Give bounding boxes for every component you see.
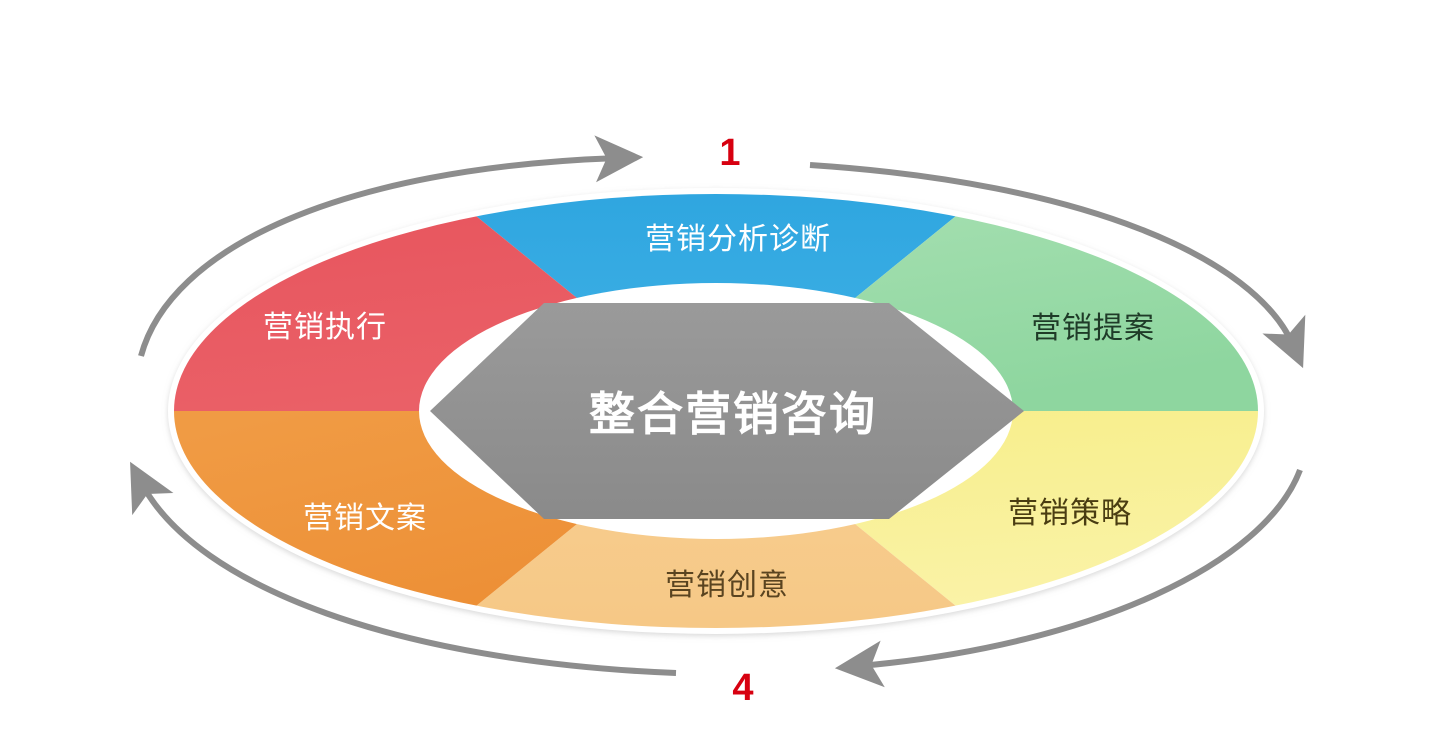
segment-label-creative: 营销创意 bbox=[665, 569, 789, 602]
segment-labels: 营销分析诊断 营销提案 营销策略 营销创意 营销文案 营销执行 bbox=[263, 223, 1155, 602]
segment-label-analysis: 营销分析诊断 bbox=[645, 223, 831, 256]
step-number-top: 1 bbox=[719, 132, 740, 174]
segment-label-copywriting: 营销文案 bbox=[303, 502, 427, 535]
arrow-bottom-left bbox=[130, 461, 677, 676]
arrow-top-right bbox=[809, 162, 1306, 369]
center-label: 整合营销咨询 bbox=[589, 388, 877, 440]
step-number-bottom: 4 bbox=[732, 667, 753, 709]
cycle-arrows-group bbox=[130, 135, 1306, 688]
segment-label-strategy: 营销策略 bbox=[1008, 497, 1132, 530]
segment-label-execution: 营销执行 bbox=[263, 311, 387, 344]
center-hexagon[interactable] bbox=[430, 303, 1024, 519]
arrow-bottom-right bbox=[834, 468, 1303, 688]
arrow-top-left bbox=[138, 135, 644, 357]
segment-label-proposal: 营销提案 bbox=[1031, 312, 1155, 345]
